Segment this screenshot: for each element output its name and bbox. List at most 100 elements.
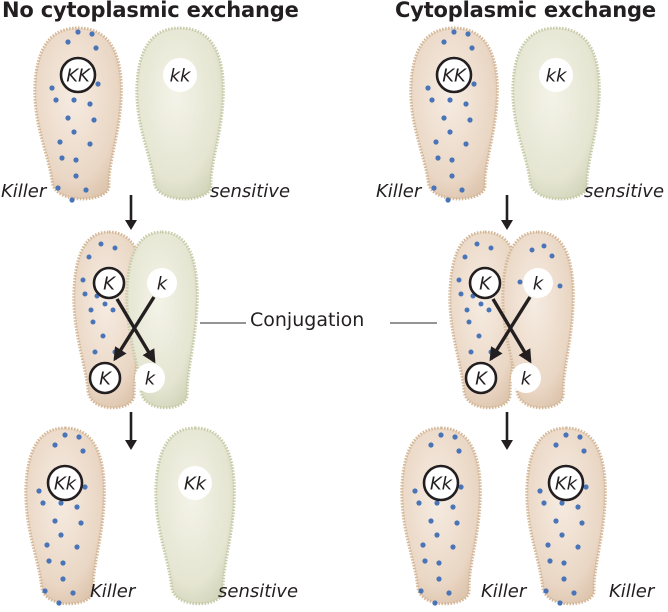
p0-conj-right-cell xyxy=(125,230,199,410)
p0-conj-arrow-K-to-right xyxy=(115,298,156,364)
p1-progeny0-kappa-dot-1 xyxy=(452,434,458,440)
p1-parent0-nucleus xyxy=(435,56,473,94)
p1-conj-right-kappa-dot-2 xyxy=(549,253,555,259)
phenotype-label-p1-progeny1: Killer xyxy=(609,581,655,602)
p1-progeny0-genotype-label: Kk xyxy=(430,474,454,495)
p1-conj-arrow-k-to-left xyxy=(489,296,532,362)
p1-progeny1-kappa-dot-11 xyxy=(559,532,565,538)
p1-parent0-kappa-dot-9 xyxy=(441,115,447,121)
p1-down-arrow-1-head xyxy=(501,220,513,230)
p0-progeny0-kappa-dot-2 xyxy=(52,442,58,448)
p0-conj-right-before-nucleus xyxy=(147,268,177,298)
p1-progeny0-kappa-dot-6 xyxy=(416,500,422,506)
p0-conj-arrow-k-to-left xyxy=(113,296,156,362)
p1-progeny0-kappa-dot-18 xyxy=(446,590,452,596)
p0-progeny0-kappa-dot-13 xyxy=(74,544,80,550)
p1-progeny1-kappa-dot-6 xyxy=(541,500,547,506)
p1-progeny0-kappa-dot-5 xyxy=(458,484,464,490)
p0-parent0-kappa-dot-14 xyxy=(59,155,65,161)
p0-conj-left-kappa-dot-4 xyxy=(82,291,88,297)
panel-title-no-exchange: No cytoplasmic exchange xyxy=(2,0,299,22)
p1-progeny0-kappa-dot-15 xyxy=(436,560,442,566)
p0-progeny0-kappa-dot-7 xyxy=(58,500,64,506)
phenotype-label-p1-progeny0: Killer xyxy=(481,581,527,602)
p0-progeny0-kappa-dot-18 xyxy=(70,590,76,596)
p0-conj-left-before-nucleus xyxy=(92,266,126,300)
p1-conj-left-kappa-dot-1 xyxy=(488,245,494,251)
p0-parent0-kappa-dot-16 xyxy=(73,173,79,179)
p0-progeny0-kappa-dot-4 xyxy=(36,488,42,494)
p0-conj-left-after-nucleus xyxy=(88,361,122,395)
p0-progeny0-kappa-dot-15 xyxy=(60,560,66,566)
p0-progeny0-kappa-dot-17 xyxy=(42,588,48,594)
p1-progeny0-kappa-dot-10 xyxy=(454,520,460,526)
p1-conj-left-before-nucleus xyxy=(468,266,502,300)
p1-conj-left-after-nucleus xyxy=(464,361,498,395)
p0-progeny0-genotype-label: Kk xyxy=(54,474,78,495)
p0-conj-left-kappa-dot-1 xyxy=(112,245,118,251)
p1-progeny0-kappa-dot-17 xyxy=(418,588,424,594)
p0-conj-left-kappa-dot-8 xyxy=(88,307,94,313)
p1-conj-left-after-genotype-label: K xyxy=(475,369,488,390)
p0-conj-left-before-genotype-label: K xyxy=(103,274,116,295)
p0-parent0-kappa-dot-2 xyxy=(65,39,71,45)
p1-progeny0-kappa-dot-7 xyxy=(434,500,440,506)
p1-progeny1-kappa-dot-14 xyxy=(547,558,553,564)
p1-down-arrow-2-head xyxy=(501,440,513,450)
p1-progeny1-kappa-dot-1 xyxy=(577,434,583,440)
p0-parent0-kappa-dot-4 xyxy=(49,85,55,91)
p0-conj-left-kappa-dot-9 xyxy=(110,307,116,313)
p1-conj-left-kappa-dot-12 xyxy=(468,349,474,355)
p1-conj-right-before-nucleus xyxy=(523,268,553,298)
p0-parent0-kappa-dot-8 xyxy=(87,101,93,107)
p1-progeny1-kappa-dot-5 xyxy=(583,484,589,490)
p0-conj-left-kappa-dot-2 xyxy=(86,254,92,260)
p1-conj-right-cell xyxy=(501,230,575,410)
p0-progeny0-kappa-dot-9 xyxy=(52,518,58,524)
p0-parent0-kappa-dot-5 xyxy=(95,81,101,87)
p0-conj-left-after-genotype-label: K xyxy=(99,369,112,390)
p1-parent1-genotype-label: kk xyxy=(546,66,568,87)
p1-conj-left-kappa-dot-3 xyxy=(456,277,462,283)
p1-progeny0-kappa-dot-4 xyxy=(412,488,418,494)
p1-conj-left-kappa-dot-9 xyxy=(486,307,492,313)
p0-parent0-kappa-dot-15 xyxy=(73,157,79,163)
p0-progeny0-cell xyxy=(24,426,106,606)
p1-parent0-kappa-dot-16 xyxy=(449,173,455,179)
p0-parent0-kappa-dot-11 xyxy=(71,129,77,135)
p1-parent1-cell xyxy=(511,26,601,201)
p1-parent0-kappa-dot-3 xyxy=(469,45,475,51)
p1-conj-right-kappa-dot-1 xyxy=(541,243,547,249)
p1-parent0-kappa-dot-18 xyxy=(459,187,465,193)
p1-parent0-cell xyxy=(409,26,499,201)
p0-progeny0-kappa-dot-12 xyxy=(44,542,50,548)
p1-conj-arrow-K-to-right xyxy=(491,298,532,364)
p1-progeny0-kappa-dot-16 xyxy=(436,576,442,582)
p1-progeny0-kappa-dot-0 xyxy=(438,432,444,438)
p1-conj-left-kappa-dot-4 xyxy=(458,291,464,297)
p1-parent0-kappa-dot-1 xyxy=(465,31,471,37)
p1-progeny1-genotype-label: Kk xyxy=(555,474,579,495)
p0-conj-right-after-genotype-label: k xyxy=(145,369,157,390)
p0-conj-left-kappa-dot-0 xyxy=(98,241,104,247)
p1-parent0-kappa-dot-5 xyxy=(471,81,477,87)
p1-progeny0-kappa-dot-8 xyxy=(450,504,456,510)
p1-conj-right-kappa-dot-0 xyxy=(529,247,535,253)
p0-parent0-kappa-dot-6 xyxy=(53,97,59,103)
p1-parent1-nucleus xyxy=(539,58,573,92)
p1-parent0-kappa-dot-4 xyxy=(425,85,431,91)
p1-parent0-kappa-dot-13 xyxy=(463,141,469,147)
p0-parent0-kappa-dot-3 xyxy=(93,45,99,51)
p1-progeny1-nucleus xyxy=(547,464,585,502)
p0-parent1-nucleus xyxy=(163,58,197,92)
p0-parent0-cell xyxy=(33,26,123,201)
p1-progeny1-kappa-dot-10 xyxy=(579,520,585,526)
p1-parent0-kappa-dot-7 xyxy=(447,97,453,103)
p0-progeny0-kappa-dot-14 xyxy=(46,558,52,564)
p1-parent0-kappa-dot-19 xyxy=(445,197,451,203)
p0-progeny0-kappa-dot-1 xyxy=(76,434,82,440)
p1-progeny1-kappa-dot-16 xyxy=(561,576,567,582)
p1-parent0-kappa-dot-0 xyxy=(451,29,457,35)
p0-parent1-genotype-label: kk xyxy=(170,66,192,87)
p1-parent0-kappa-dot-14 xyxy=(435,155,441,161)
